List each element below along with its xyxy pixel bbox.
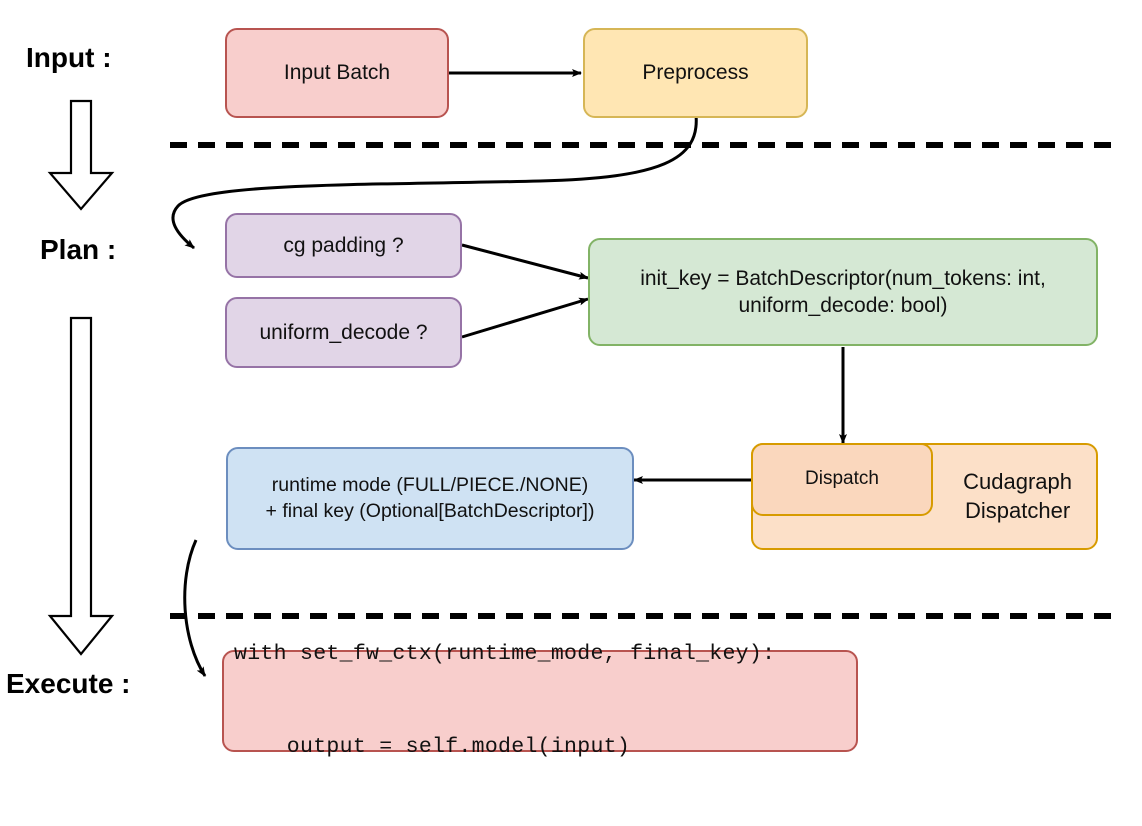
node-init-key-text: init_key = BatchDescriptor(num_tokens: i… [640,265,1046,320]
node-execute-code[interactable]: with set_fw_ctx(runtime_mode, final_key)… [222,642,858,759]
stage-label-input: Input : [26,42,112,73]
node-runtime-mode[interactable]: runtime mode (FULL/PIECE./NONE) + final … [226,447,634,550]
node-cudagraph-dispatcher-line2: Dispatcher [964,497,1071,523]
node-init-key-line2: uniform_decode: bool) [738,294,948,317]
node-cudagraph-dispatcher-line1: Cudagraph [963,468,1072,494]
input-to-plan-block-arrow [47,99,115,211]
node-uniform-decode-label: uniform_decode ? [259,320,428,344]
node-cudagraph-dispatcher-text: Cudagraph Dispatcher [963,468,1072,525]
plan-to-execute-block-arrow [47,316,115,656]
stage-label-plan: Plan : [40,234,117,265]
node-execute-code-line1: with set_fw_ctx(runtime_mode, final_key)… [234,641,776,666]
node-runtime-mode-text: runtime mode (FULL/PIECE./NONE) + final … [266,473,595,524]
node-input-batch[interactable]: Input Batch [225,28,449,118]
node-cg-padding-label: cg padding ? [283,233,404,257]
node-dispatch[interactable]: Dispatch [751,443,933,516]
node-execute-code-line2: output = self.model(input) [234,735,631,760]
node-input-batch-label: Input Batch [283,61,391,85]
pipeline-diagram: Input : Plan : Execute : Input Batch Pre… [6,28,1118,759]
node-init-key[interactable]: init_key = BatchDescriptor(num_tokens: i… [588,238,1098,346]
node-cg-padding[interactable]: cg padding ? [225,213,462,278]
node-init-key-line1: init_key = BatchDescriptor(num_tokens: i… [640,266,1046,290]
runtime-mode-to-execute-code-arrow [183,539,207,677]
node-preprocess-label: Preprocess [642,61,749,85]
cg-padding-to-init-key-arrow [461,243,589,280]
node-dispatch-label: Dispatch [805,468,879,490]
node-runtime-mode-line2: + final key (Optional[BatchDescriptor]) [265,499,595,522]
node-uniform-decode[interactable]: uniform_decode ? [225,297,462,368]
stage-label-execute: Execute : [6,668,131,699]
uniform-decode-to-init-key-arrow [461,297,589,339]
node-runtime-mode-line1: runtime mode (FULL/PIECE./NONE) [271,474,589,497]
node-execute-code-text: with set_fw_ctx(runtime_mode, final_key)… [234,576,775,825]
node-preprocess[interactable]: Preprocess [583,28,808,118]
